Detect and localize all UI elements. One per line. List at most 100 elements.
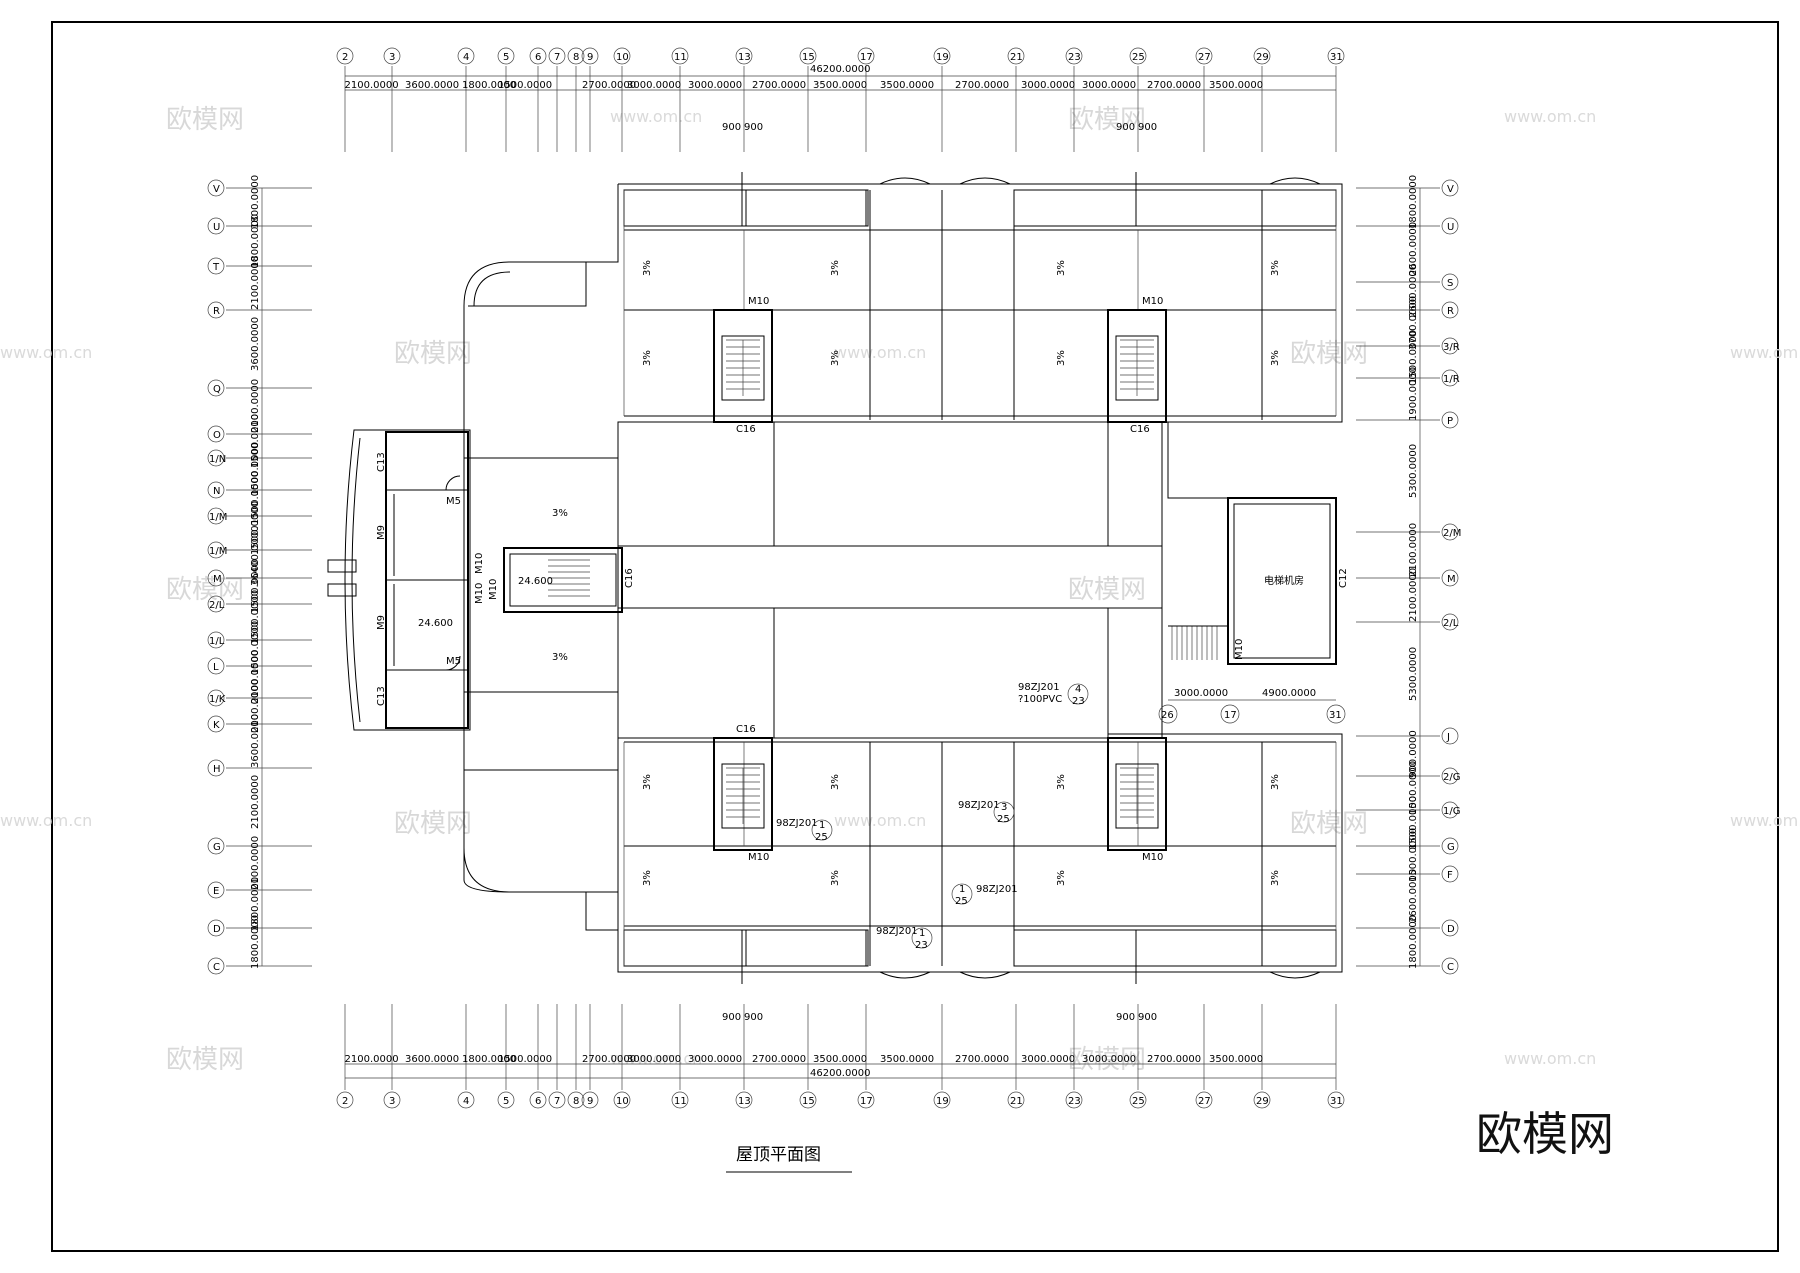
door-m10: M10 xyxy=(1142,296,1163,307)
row-axis-bubble xyxy=(1441,865,1459,883)
machine-room-label: 电梯机房 xyxy=(1264,574,1304,587)
column-axis-label: 5 xyxy=(503,52,509,63)
column-axis-label: 7 xyxy=(554,52,560,63)
watermark-url: www.om.cn xyxy=(610,1049,702,1068)
column-dimension: 1800.0000 xyxy=(462,80,516,91)
column-axis-label: 10 xyxy=(616,52,629,63)
detail-ref: 98ZJ201 xyxy=(1018,682,1060,693)
row-axis-bubble xyxy=(1441,801,1459,819)
slope-label: 3% xyxy=(1270,774,1281,790)
row-axis-label: V xyxy=(1447,184,1454,195)
column-axis-bubble xyxy=(1327,47,1345,65)
column-dimension: 2700.0000 xyxy=(582,1054,636,1065)
column-dimension: 2700.0000 xyxy=(582,80,636,91)
row-dimension: 1500.0000 xyxy=(250,501,261,555)
row-axis-label: R xyxy=(213,306,220,317)
row-axis-bubble xyxy=(207,569,225,587)
column-axis-label: 2 xyxy=(342,52,348,63)
axis-bubble-label: 31 xyxy=(1329,710,1342,721)
column-axis-bubble xyxy=(671,1091,689,1109)
column-axis-label: 15 xyxy=(802,1096,815,1107)
column-dimension: 1500.0000 xyxy=(498,1054,552,1065)
column-axis-label: 11 xyxy=(674,1096,687,1107)
row-dimension: 2100.0000 xyxy=(1408,568,1419,622)
column-dimension: 3000.0000 xyxy=(627,1054,681,1065)
door-m10: M10 xyxy=(488,579,499,600)
overall-dimension: 46200.0000 xyxy=(810,1068,870,1079)
row-axis-label: 1/G xyxy=(1443,806,1460,817)
slope-label: 3% xyxy=(642,260,653,276)
row-axis-label: P xyxy=(1447,416,1453,427)
row-axis-bubble xyxy=(1441,301,1459,319)
row-dimension: 2100.0000 xyxy=(250,379,261,433)
row-dimension: 1800.0000 xyxy=(250,915,261,969)
row-axis-bubble xyxy=(1441,273,1459,291)
column-axes: 2233445566778899101011111313151517171919… xyxy=(336,47,1345,1109)
column-axis-bubble xyxy=(1007,1091,1025,1109)
column-axis-label: 10 xyxy=(616,1096,629,1107)
column-dimension: 2700.0000 xyxy=(1147,80,1201,91)
column-dimension: 3000.0000 xyxy=(1021,1054,1075,1065)
slope-label: 3% xyxy=(552,508,568,519)
labels: 3% 3% 3% 3% 3% 3% 3% 3% 3% 3% 3% 3% 3% 3… xyxy=(376,260,1349,951)
slope-label: 3% xyxy=(830,870,841,886)
row-dimension: 5300.0000 xyxy=(1408,647,1419,701)
row-dimension: 1500.0000 xyxy=(1408,796,1419,850)
small-dimension: 900 xyxy=(722,122,741,133)
row-axis-bubble xyxy=(207,881,225,899)
dim-label: 4900.0000 xyxy=(1262,688,1316,699)
row-axis-label: T xyxy=(212,262,220,273)
column-axis-label: 23 xyxy=(1068,1096,1081,1107)
row-axis-label: 1/N xyxy=(209,454,226,465)
detail-ref: 98ZJ201 xyxy=(976,884,1018,895)
row-dimension: 3700.0000 xyxy=(1408,296,1419,350)
column-dimension: 3000.0000 xyxy=(1021,80,1075,91)
column-axis-bubble xyxy=(933,1091,951,1109)
column-axis-label: 13 xyxy=(738,1096,751,1107)
row-axis-label: V xyxy=(213,184,220,195)
small-dimension: 900 xyxy=(1138,122,1157,133)
row-dimension: 1500.0000 xyxy=(1408,330,1419,384)
column-axis-bubble xyxy=(735,47,753,65)
column-axis-bubble xyxy=(1253,47,1271,65)
small-dimension: 900 xyxy=(744,122,763,133)
column-axis-bubble xyxy=(1195,47,1213,65)
column-axis-bubble xyxy=(1253,1091,1271,1109)
row-axis-label: H xyxy=(213,764,221,775)
column-dimension: 2700.0000 xyxy=(955,1054,1009,1065)
column-axis-bubble xyxy=(548,47,566,65)
row-axis-label: C xyxy=(1447,962,1454,973)
row-dimension: 1800.0000 xyxy=(250,214,261,268)
column-dimension: 3500.0000 xyxy=(880,80,934,91)
row-dimension: 2100.0000 xyxy=(250,836,261,890)
column-axis-bubble xyxy=(336,1091,354,1109)
column-dimension: 3500.0000 xyxy=(1209,1054,1263,1065)
column-axis-bubble xyxy=(671,47,689,65)
row-axis-label: D xyxy=(213,924,221,935)
column-dimension: 1800.0000 xyxy=(462,1054,516,1065)
door-m10: M10 xyxy=(474,583,485,604)
small-dimension: 900 xyxy=(1138,1012,1157,1023)
column-axis-label: 19 xyxy=(936,1096,949,1107)
column-axis-bubble xyxy=(581,47,599,65)
sheet-border xyxy=(51,21,1779,1252)
column-dimension: 3500.0000 xyxy=(1209,80,1263,91)
column-dimension: 2700.0000 xyxy=(955,80,1009,91)
row-axis-label: N xyxy=(213,486,220,497)
column-axis-bubble xyxy=(613,1091,631,1109)
column-axis-label: 5 xyxy=(503,1096,509,1107)
row-dimension: 36400.0000 xyxy=(250,526,261,586)
door-m10: M10 xyxy=(1142,852,1163,863)
stair-core xyxy=(713,309,773,423)
row-axis-label: U xyxy=(213,222,220,233)
slope-label: 3% xyxy=(830,260,841,276)
detail-num: 1 xyxy=(819,820,825,831)
row-axis-label: G xyxy=(1447,842,1455,853)
row-dimension: 2100.0000 xyxy=(250,679,261,733)
dim-label: 3000.0000 xyxy=(1174,688,1228,699)
column-axis-label: 23 xyxy=(1068,52,1081,63)
window-c12: C12 xyxy=(1338,568,1349,588)
slope-label: 3% xyxy=(830,774,841,790)
column-dimension: 3000.0000 xyxy=(627,80,681,91)
small-dimension: 900 xyxy=(1116,1012,1135,1023)
